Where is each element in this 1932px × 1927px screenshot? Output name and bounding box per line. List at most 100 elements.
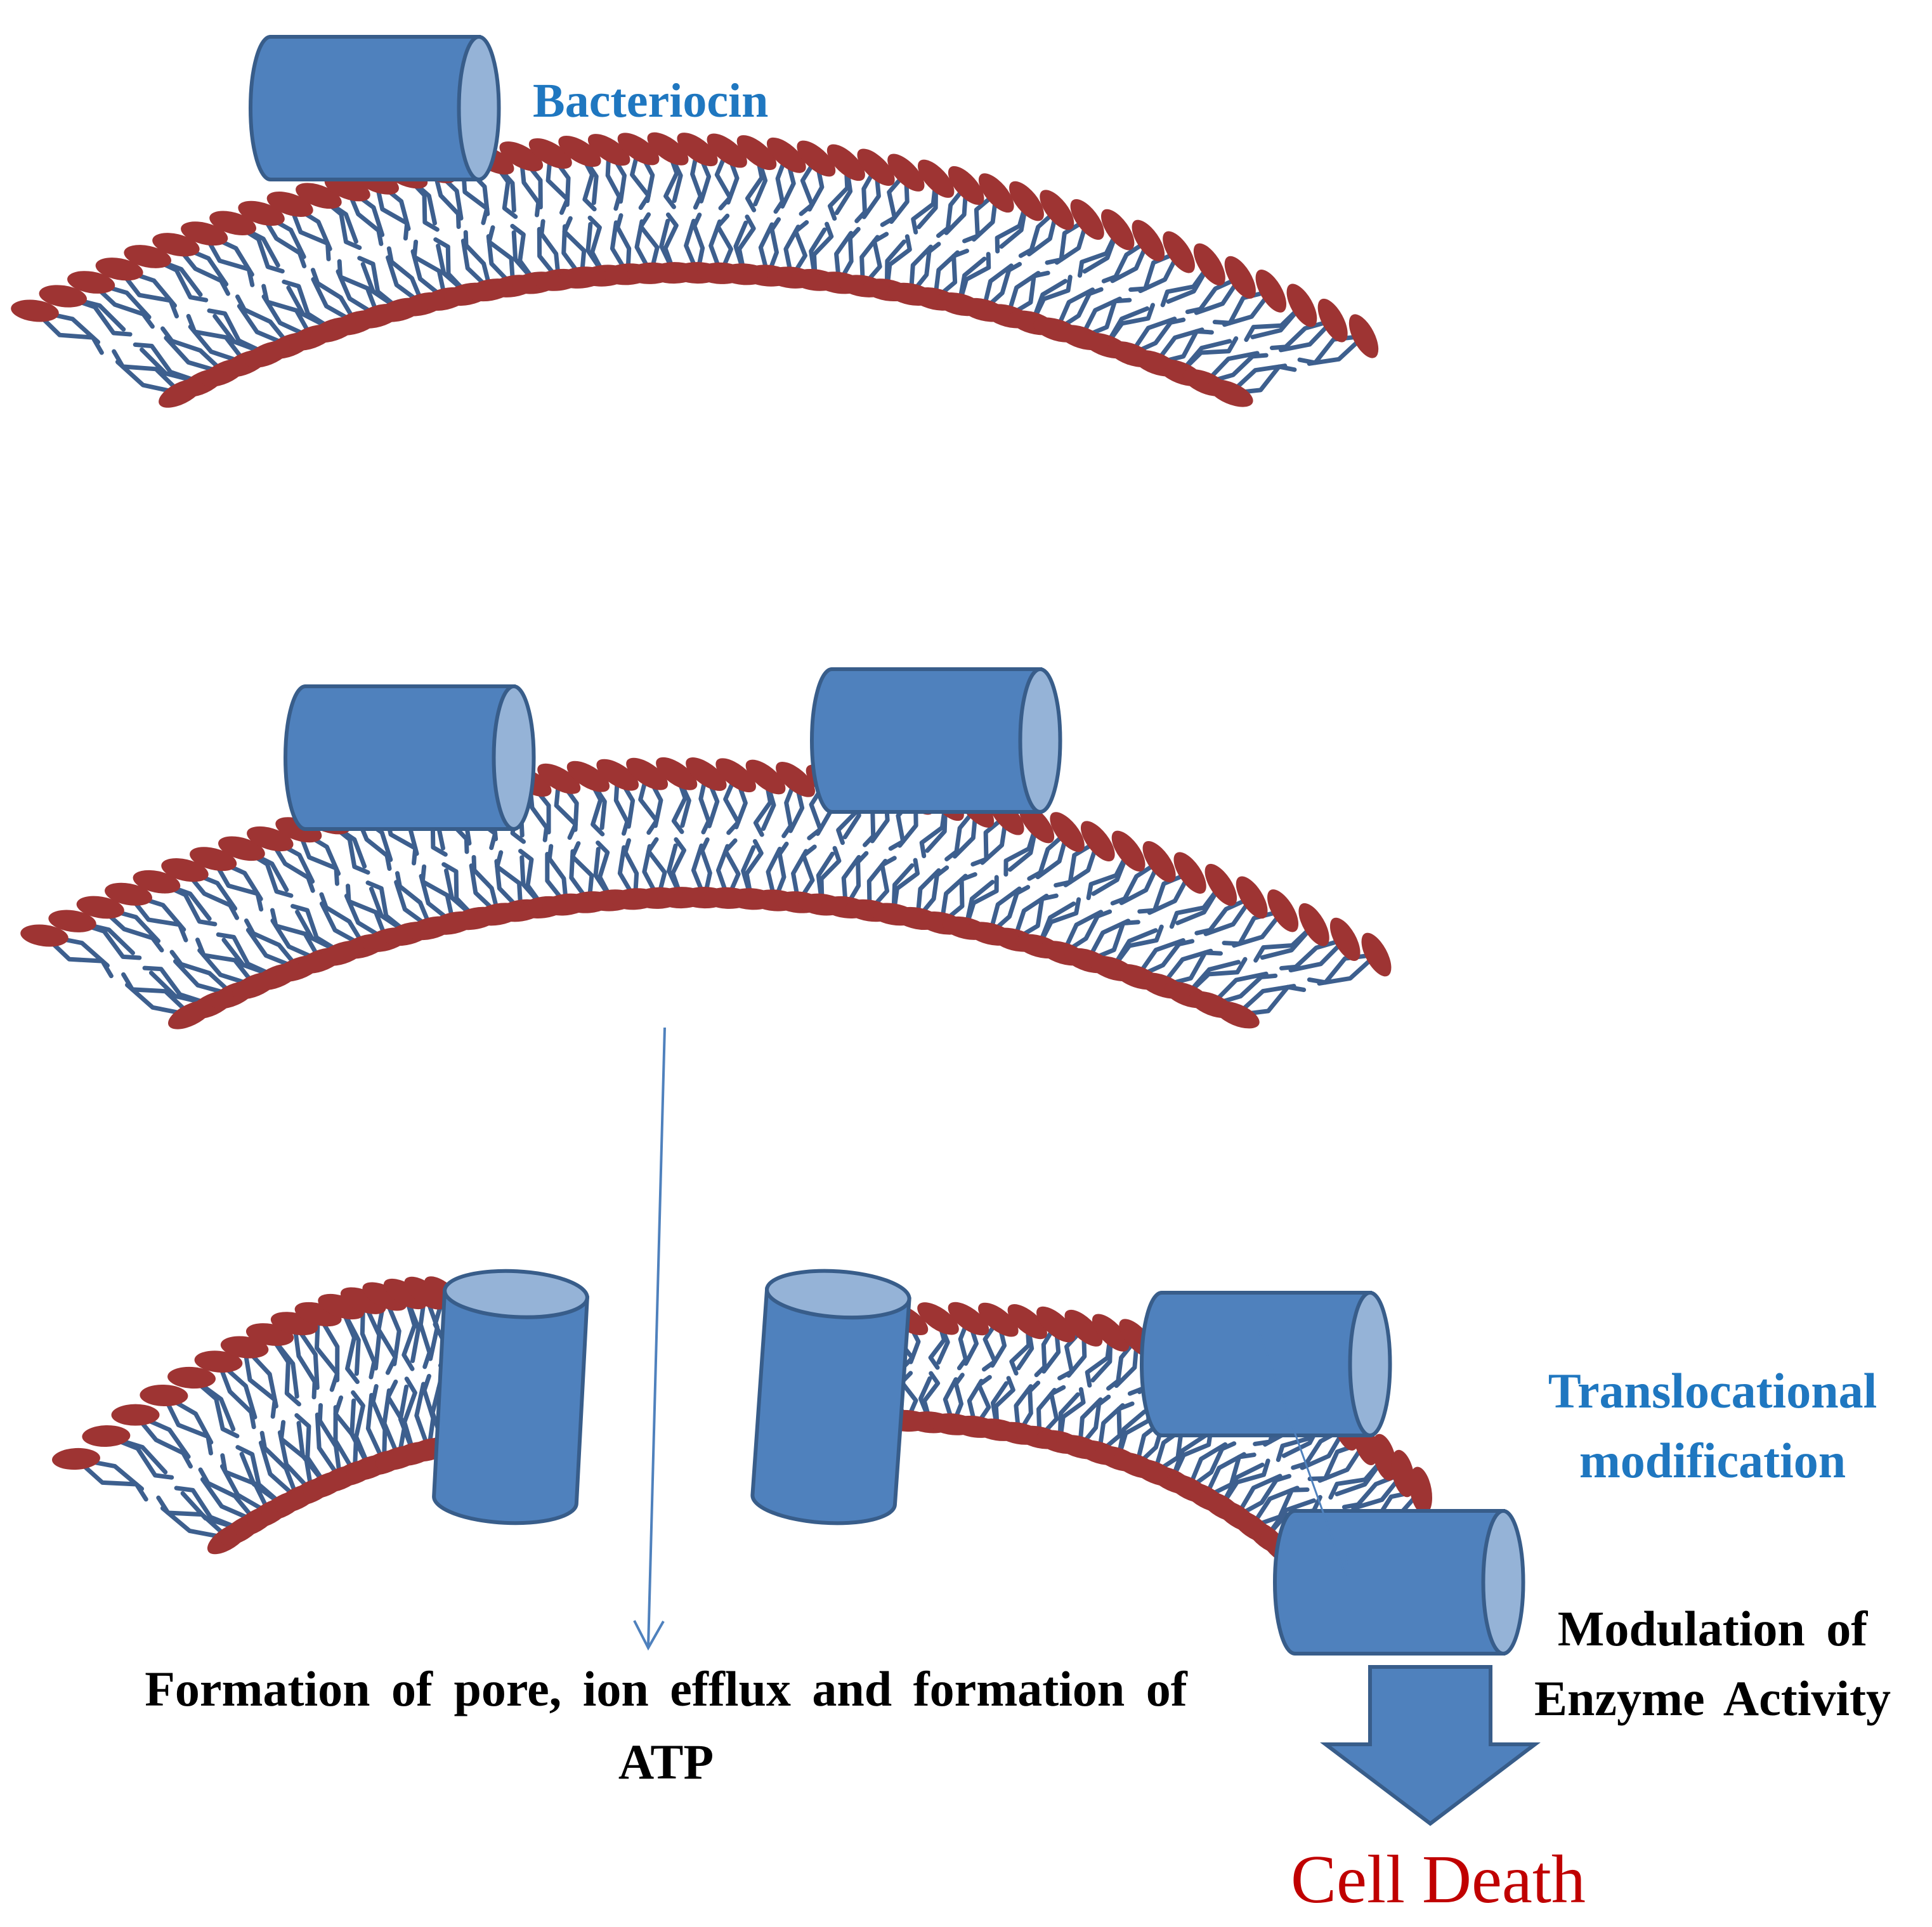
lipid-head <box>1007 1304 1047 1340</box>
lipid-tail <box>235 294 292 348</box>
lipid-head <box>1111 830 1145 872</box>
lipid-tail <box>195 937 258 988</box>
lipid-tail <box>799 156 819 216</box>
lipid-tail <box>386 1379 407 1461</box>
lipid-tail <box>1137 870 1192 914</box>
cylinder-end <box>492 684 536 831</box>
lipid-tail <box>944 806 979 862</box>
lipid-tail <box>867 856 897 913</box>
lipid-tail <box>789 220 809 280</box>
lipid-head <box>383 1278 427 1310</box>
lipid-tail <box>854 165 878 223</box>
lipid-tail <box>1135 939 1195 979</box>
lipid-head <box>1317 298 1348 343</box>
lipid-tail <box>973 1375 992 1429</box>
lipid-tail <box>781 777 798 839</box>
modulation-label-line1: Modulation of <box>1557 1601 1868 1656</box>
lipid-tail <box>539 219 561 282</box>
lipid-tail <box>186 313 249 366</box>
lipid-head <box>745 759 786 795</box>
lipid-tail <box>382 1388 401 1461</box>
lipid-tail <box>333 1395 358 1475</box>
bacteriocin-cylinder <box>1273 1509 1525 1656</box>
bacteriocin-cylinder <box>432 1269 590 1525</box>
lipid-head <box>1163 231 1195 273</box>
lipid-tail <box>638 771 659 835</box>
lipid-tail <box>317 1403 343 1481</box>
lipid-head <box>1391 1449 1415 1498</box>
lipid-tail <box>1210 971 1269 1007</box>
lipid-tail <box>333 1405 357 1475</box>
lipid-tail <box>1110 859 1162 906</box>
lipid-head <box>1361 932 1392 977</box>
bacteriocin-cylinder <box>750 1269 911 1525</box>
cylinder-body <box>1273 1509 1505 1656</box>
lipid-tail <box>638 212 660 276</box>
lipid-tail <box>773 841 789 903</box>
lipid-tail <box>1034 1322 1059 1378</box>
lipid-tail <box>519 154 541 218</box>
lipid-tail <box>1016 1380 1041 1436</box>
lipid-tail <box>161 1393 213 1456</box>
lipid-head <box>161 858 209 882</box>
bacteriocin-label: Bacteriocin <box>533 74 769 127</box>
translocation-arrow-head <box>1326 1550 1349 1578</box>
lipid-head <box>1208 379 1253 407</box>
lipid-head <box>766 137 806 173</box>
lipid-tail <box>319 892 367 949</box>
lipid-tail <box>1317 952 1379 986</box>
lipid-tail <box>1077 1394 1111 1449</box>
lipid-tail <box>1061 909 1113 956</box>
lipid-tail <box>700 837 712 900</box>
lipid-tail <box>1203 1453 1256 1499</box>
lipid-head <box>324 174 370 202</box>
cylinder-body <box>1140 1291 1372 1437</box>
lipid-tail <box>296 1421 329 1487</box>
lipid-tail <box>773 153 789 214</box>
lipid-head <box>1409 1466 1432 1515</box>
lipid-tail <box>988 885 1031 936</box>
lipid-tail <box>915 865 950 921</box>
lipid-head <box>82 1425 131 1447</box>
lipid-tail <box>112 349 183 396</box>
lipid-head <box>48 910 96 932</box>
lipid-tail <box>268 836 315 893</box>
lipid-head <box>917 1302 959 1335</box>
lipid-head <box>978 1302 1019 1337</box>
lipid-tail <box>692 212 705 275</box>
lipid-head <box>647 132 689 166</box>
lipid-head <box>1224 256 1256 299</box>
lipid-head <box>39 285 87 308</box>
bacteriocin-molecules <box>249 35 1525 1656</box>
cylinder-body <box>249 35 481 181</box>
lipid-tail <box>292 1321 317 1400</box>
lipid-head <box>404 1276 446 1310</box>
lipid-tail <box>486 225 516 289</box>
lipid-tail <box>259 1430 300 1501</box>
lipid-head <box>67 271 115 294</box>
arrow-head-down <box>633 1620 665 1651</box>
lipid-tail <box>277 1430 314 1494</box>
lipid-tail <box>982 1317 1001 1372</box>
lipid-tail <box>723 838 741 901</box>
lipid-head <box>1286 284 1317 327</box>
lipid-head <box>194 1350 243 1373</box>
membrane-top <box>11 132 1379 408</box>
lipid-head <box>978 173 1014 213</box>
lipid-head <box>537 763 581 794</box>
lipid-tail <box>880 170 908 227</box>
lipid-head <box>736 135 777 171</box>
lipid-tail <box>133 1413 193 1469</box>
lipid-tail <box>981 261 1022 313</box>
lipid-head <box>1142 840 1176 882</box>
lipid-tail <box>345 186 384 246</box>
lipid-tail <box>1250 1486 1300 1529</box>
lipid-head <box>1372 1434 1397 1481</box>
lipid-tail <box>615 213 632 277</box>
lipid-tail <box>89 280 155 329</box>
bacteriocin-cylinder <box>249 35 501 181</box>
lipid-head <box>857 148 895 186</box>
lipid-head <box>1193 243 1225 286</box>
lipid-tail <box>646 837 667 901</box>
